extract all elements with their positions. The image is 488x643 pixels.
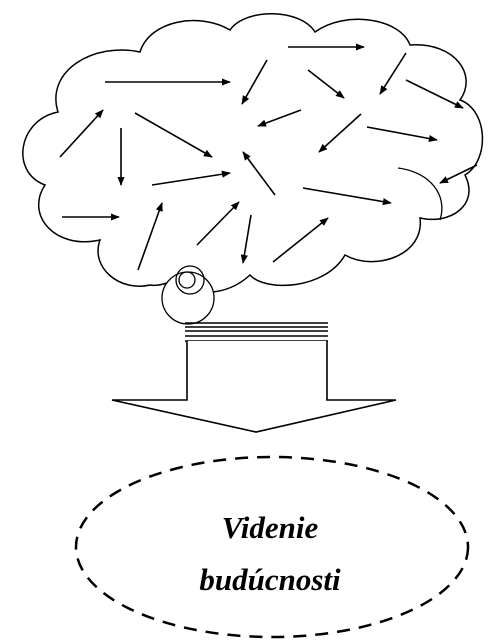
arrow-icon — [134, 112, 213, 158]
cloud-shape — [22, 13, 484, 294]
cloud-fold — [397, 167, 443, 221]
arrow-icon — [196, 201, 240, 246]
dashed-ellipse — [74, 455, 470, 639]
arrow-icon — [257, 109, 302, 127]
arrow-stack-lines — [185, 322, 328, 342]
vision-ellipse: Videnie budúcnosti — [74, 455, 470, 639]
arrow-icon — [307, 69, 345, 99]
down-arrow — [111, 341, 397, 433]
arrow-icon — [59, 109, 104, 158]
arrow-icon — [439, 164, 478, 184]
arrow-icon — [405, 79, 464, 109]
chaotic-arrows — [59, 43, 478, 271]
arrow-icon — [272, 217, 329, 263]
arrow-icon — [242, 151, 276, 196]
vision-label-line1: Videnie — [222, 510, 319, 545]
arrow-icon — [366, 126, 438, 143]
arrow-icon — [302, 187, 392, 206]
vision-label-line2: budúcnosti — [199, 562, 341, 597]
thought-bubble-medium — [175, 265, 205, 295]
thought-bubble-large — [161, 271, 215, 325]
arrow-icon — [151, 170, 231, 186]
arrow-icon — [240, 214, 252, 264]
arrow-icon — [318, 113, 362, 153]
arrow-icon — [379, 52, 407, 95]
thought-bubble-small — [178, 271, 196, 289]
arrow-icon — [241, 59, 268, 105]
arrow-icon — [137, 202, 163, 271]
